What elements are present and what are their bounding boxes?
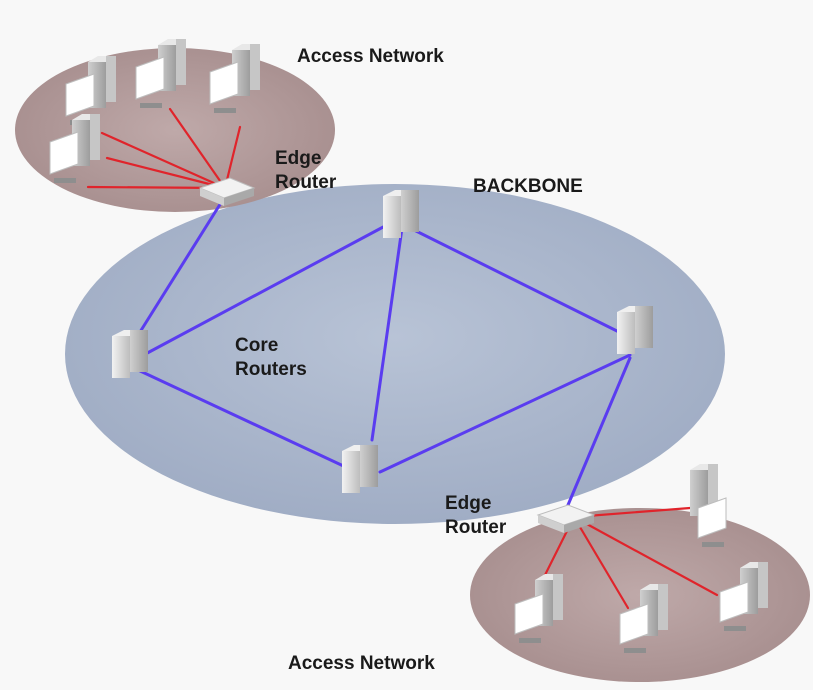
core-routers-label-line1: Core <box>235 335 279 356</box>
core-routers-label-line2: Routers <box>235 359 307 380</box>
edge-router-label-top-line1: Edge <box>275 148 322 169</box>
access-network-label-top: Access Network <box>297 46 444 67</box>
core-routers-label: Core Routers <box>235 334 307 382</box>
access-links-top <box>86 107 242 190</box>
edge-router-label-bottom-line2: Router <box>445 517 507 538</box>
core-links <box>136 196 632 507</box>
edge-router-label-bottom: Edge Router <box>445 492 506 540</box>
edge-router-icon <box>198 177 256 206</box>
core-router-icon <box>383 190 419 238</box>
core-router-icon <box>112 330 148 378</box>
edge-router-label-bottom-line1: Edge <box>445 493 492 514</box>
backbone-label: BACKBONE <box>473 176 583 197</box>
edge-router-icon <box>536 504 596 533</box>
workstation-icon <box>209 44 260 113</box>
workstation-icon <box>719 562 768 631</box>
workstation-icon <box>65 56 116 125</box>
workstation-icon <box>135 39 186 108</box>
core-router-icon <box>342 445 378 493</box>
core-router-icon <box>617 306 653 354</box>
access-network-label-bottom: Access Network <box>288 653 435 674</box>
workstation-icon <box>690 464 727 547</box>
edge-router-label-top: Edge Router <box>275 147 336 195</box>
workstation-icon <box>619 584 668 653</box>
workstation-icon <box>49 114 100 183</box>
workstation-icon <box>514 574 563 643</box>
edge-router-label-top-line2: Router <box>275 172 337 193</box>
backbone-region <box>65 184 725 524</box>
